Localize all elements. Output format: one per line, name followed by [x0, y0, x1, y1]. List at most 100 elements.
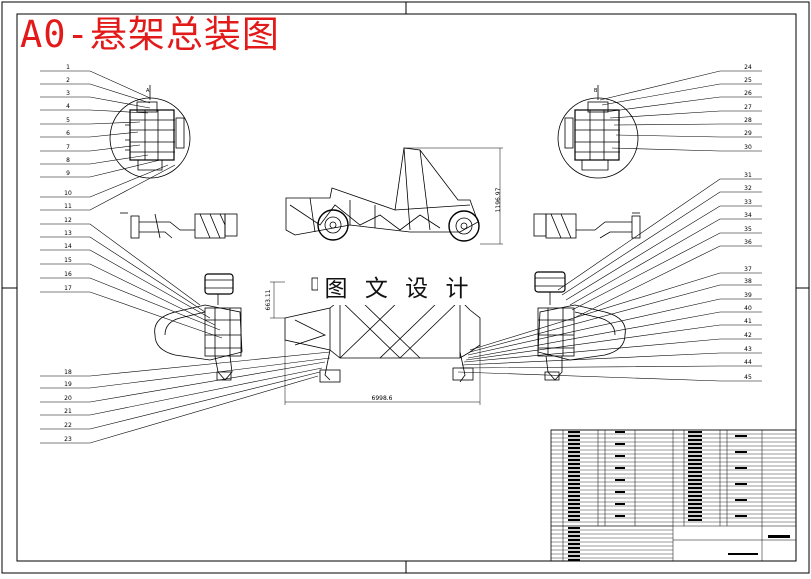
table-cell-mark [615, 491, 625, 493]
svg-text:A: A [146, 88, 150, 94]
leader-line [40, 263, 216, 326]
front-view-right-suspension [534, 271, 626, 381]
detail-view-left-hub: A [109, 85, 191, 179]
callout-number: 31 [744, 172, 752, 179]
callout-number: 17 [64, 285, 72, 292]
table-cell-mark [615, 479, 625, 481]
leader-line [463, 338, 762, 363]
leader-line [40, 164, 169, 198]
callout-number: 44 [744, 359, 752, 366]
leader-line [40, 121, 141, 125]
table-cell-mark [615, 443, 625, 445]
table-cell-mark [688, 491, 702, 493]
table-cell-mark [568, 431, 580, 433]
callout-number: 8 [66, 157, 70, 164]
parts-list-rows [551, 429, 796, 561]
table-cell-mark [688, 451, 702, 453]
table-cell-mark [688, 499, 702, 501]
callout-number: 2 [66, 77, 70, 84]
leader-line [40, 236, 206, 313]
table-cell-mark [615, 503, 625, 505]
table-cell-mark [568, 511, 580, 513]
table-cell-mark [735, 499, 747, 501]
table-cell-mark [688, 475, 702, 477]
leader-line [40, 371, 321, 430]
table-cell-mark [568, 495, 580, 497]
callout-number: 40 [744, 305, 752, 312]
callout-number: 37 [744, 266, 752, 273]
svg-text:B: B [594, 88, 598, 94]
callout-number: 28 [744, 117, 752, 124]
table-cell-mark [568, 487, 580, 489]
leader-line [40, 83, 151, 104]
table-cell-mark [568, 439, 580, 441]
right-callout-leaders [457, 70, 762, 382]
left-callout-leaders [40, 70, 331, 444]
callout-number: 1 [66, 64, 70, 71]
leader-line [461, 352, 762, 366]
callout-number: 12 [64, 217, 72, 224]
callout-number: 38 [744, 278, 752, 285]
table-cell-mark [568, 467, 580, 469]
leader-line [599, 70, 762, 101]
leader-line [613, 123, 762, 126]
section-view-right [533, 212, 641, 239]
callout-number: 29 [744, 130, 752, 137]
callout-number: 18 [64, 369, 72, 376]
watermark: 图 文 设 计 [318, 267, 480, 305]
parts-list-table [550, 429, 797, 562]
table-cell-mark [568, 475, 580, 477]
table-cell-mark [568, 555, 580, 557]
leader-line [604, 96, 762, 113]
callout-number: 23 [64, 436, 72, 443]
table-cell-mark [735, 435, 747, 437]
table-cell-mark [688, 455, 702, 457]
leader-line [40, 159, 161, 178]
callout-number: 19 [64, 381, 72, 388]
leader-line [40, 291, 223, 339]
table-cell-mark [568, 483, 580, 485]
callout-number: 7 [66, 144, 70, 151]
table-cell-mark [568, 455, 580, 457]
table-cell-mark [568, 527, 580, 529]
callout-number: 27 [744, 104, 752, 111]
callout-number: 13 [64, 230, 72, 237]
dimension-width-bottom: 6998.6 [372, 395, 393, 402]
table-cell-mark [688, 507, 702, 509]
leader-line [615, 134, 762, 138]
leader-line [40, 109, 149, 114]
table-cell-mark [688, 467, 702, 469]
table-cell-mark [568, 551, 580, 553]
leader-line [571, 232, 762, 311]
leader-line [459, 365, 762, 369]
leader-line [561, 191, 762, 296]
table-cell-mark [688, 479, 702, 481]
table-cell-mark [688, 495, 702, 497]
leader-line [601, 83, 762, 106]
callout-number: 36 [744, 239, 752, 246]
table-cell-mark [568, 559, 580, 561]
table-cell-mark [688, 519, 702, 521]
table-cell-mark [568, 451, 580, 453]
leader-line [557, 178, 762, 291]
leader-line [40, 351, 331, 377]
title-block-name [768, 535, 790, 538]
dimension-height-front: 663.11 [265, 289, 272, 310]
callout-number: 33 [744, 199, 752, 206]
callout-number: 45 [744, 374, 752, 381]
side-elevation-view [285, 147, 503, 245]
table-cell-mark [568, 531, 580, 533]
callout-number: 35 [744, 226, 752, 233]
top-view [270, 277, 481, 405]
callout-number: 39 [744, 292, 752, 299]
table-cell-mark [568, 491, 580, 493]
table-cell-mark [615, 515, 625, 517]
callout-number: 43 [744, 346, 752, 353]
table-cell-mark [568, 479, 580, 481]
table-cell-mark [615, 467, 625, 469]
table-cell-mark [688, 483, 702, 485]
leader-line [469, 272, 762, 351]
callout-number: 10 [64, 190, 72, 197]
